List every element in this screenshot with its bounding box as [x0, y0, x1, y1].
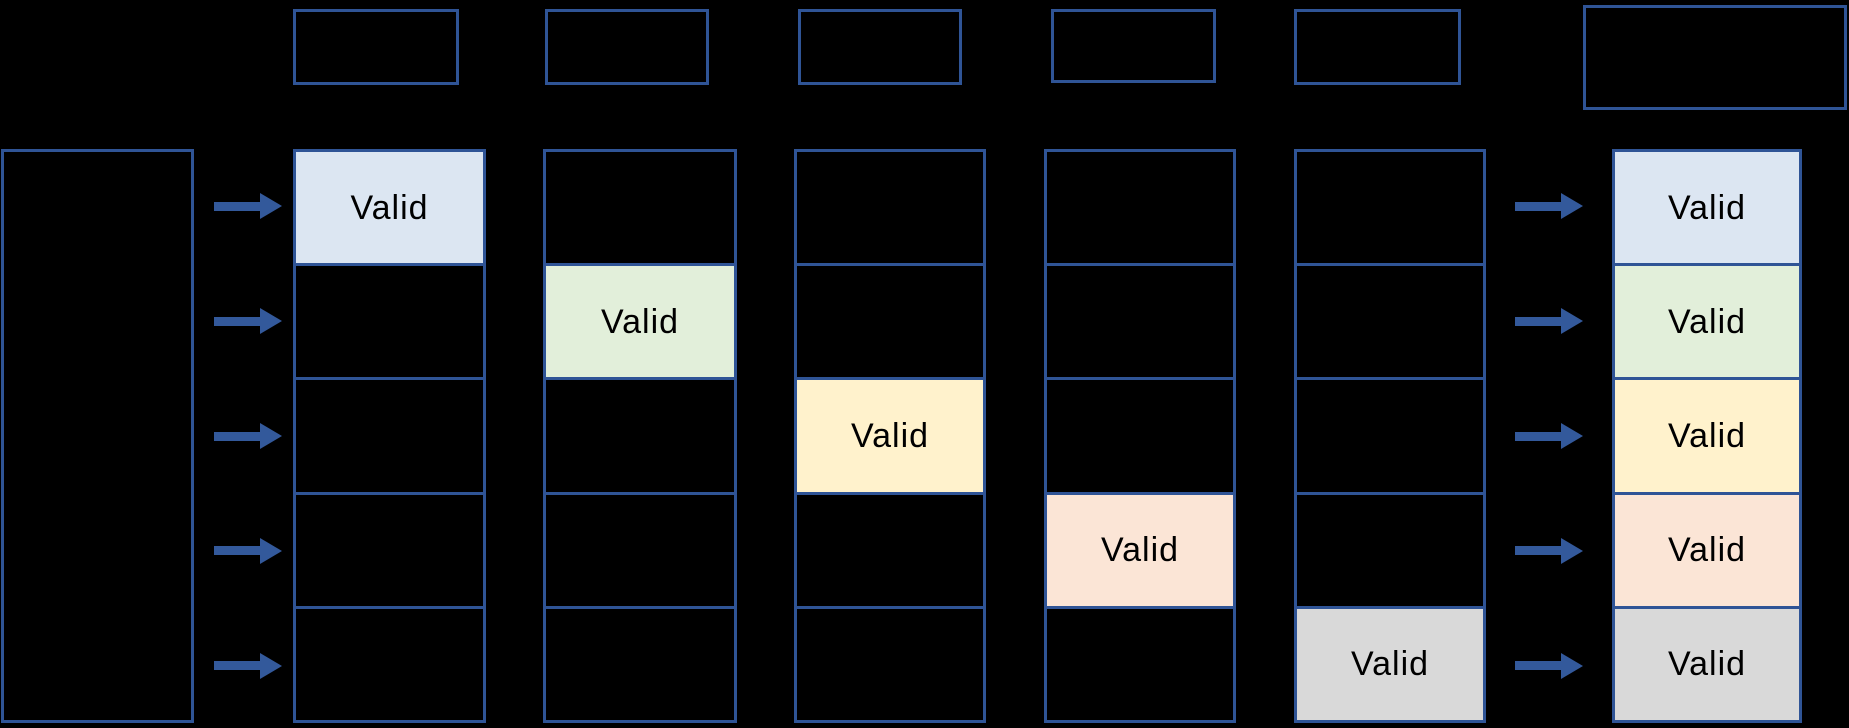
stage-2-row-1-cell [543, 149, 737, 267]
stage-3-row-1-cell [794, 149, 986, 267]
arrow-head [260, 652, 282, 679]
arrow-head [260, 308, 282, 335]
arrow-shaft [214, 661, 260, 671]
stage-5-row-4-cell [1294, 491, 1486, 609]
header-box-4 [1051, 9, 1216, 83]
header-box-6 [1583, 5, 1847, 110]
stage-1-row-2-cell [293, 263, 486, 381]
header-box-5 [1294, 9, 1461, 85]
arrow-head [260, 193, 282, 220]
stage-5-row-5-valid-cell: Valid [1294, 605, 1486, 724]
header-box-3 [798, 9, 962, 85]
stage-2-row-3-cell [543, 377, 737, 495]
stage-3-row-5-cell [794, 605, 986, 724]
valid-label: Valid [850, 417, 930, 455]
arrow-shaft [214, 546, 260, 556]
right-arrow-4-icon [1515, 537, 1583, 564]
stage-5-row-2-cell [1294, 263, 1486, 381]
stage-5-row-1-cell [1294, 149, 1486, 267]
stage-1-row-1-valid-cell: Valid [293, 149, 486, 267]
stage-1-row-3-cell [293, 377, 486, 495]
arrow-shaft [1515, 316, 1561, 326]
stage-column-3: Valid [794, 149, 986, 724]
stage-column-2: Valid [543, 149, 737, 724]
valid-label: Valid [1667, 188, 1747, 227]
right-arrow-2-icon [1515, 308, 1583, 335]
right-arrow-5-icon [1515, 652, 1583, 679]
left-arrow-4-icon [214, 537, 282, 564]
stage-1-row-4-cell [293, 491, 486, 609]
stage-2-row-4-cell [543, 491, 737, 609]
stage-4-row-4-valid-cell: Valid [1044, 491, 1236, 609]
stage-3-row-2-cell [794, 263, 986, 381]
arrow-head [1561, 308, 1583, 335]
valid-label: Valid [1100, 531, 1180, 570]
arrow-head [1561, 537, 1583, 564]
arrow-head [1561, 193, 1583, 220]
arrow-shaft [214, 431, 260, 441]
stage-column-5: Valid [1294, 149, 1486, 724]
stage-4-row-5-cell [1044, 605, 1236, 724]
result-row-4-valid-cell: Valid [1612, 491, 1802, 609]
result-row-2-valid-cell: Valid [1612, 263, 1802, 381]
right-arrow-3-icon [1515, 423, 1583, 449]
stage-3-row-3-valid-cell: Valid [794, 377, 986, 495]
header-box-2 [545, 9, 709, 85]
stage-2-row-5-cell [543, 605, 737, 724]
header-box-1 [293, 9, 459, 85]
source-box [1, 149, 194, 723]
stage-column-1: Valid [293, 149, 486, 724]
arrow-shaft [1515, 431, 1561, 441]
stage-4-row-2-cell [1044, 263, 1236, 381]
left-arrow-1-icon [214, 193, 282, 220]
result-row-3-valid-cell: Valid [1612, 377, 1802, 495]
stage-4-row-3-cell [1044, 377, 1236, 495]
valid-label: Valid [1667, 645, 1747, 684]
stage-5-row-3-cell [1294, 377, 1486, 495]
arrow-shaft [214, 316, 260, 326]
arrow-head [260, 423, 282, 449]
stage-4-row-1-cell [1044, 149, 1236, 267]
left-arrow-3-icon [214, 423, 282, 449]
valid-label: Valid [600, 302, 680, 341]
arrow-shaft [214, 201, 260, 211]
valid-label: Valid [1667, 531, 1747, 570]
arrow-shaft [1515, 661, 1561, 671]
valid-label: Valid [1667, 302, 1747, 341]
arrow-head [1561, 423, 1583, 449]
arrow-head [260, 537, 282, 564]
arrow-shaft [1515, 546, 1561, 556]
left-arrow-5-icon [214, 652, 282, 679]
result-row-5-valid-cell: Valid [1612, 605, 1802, 724]
left-arrow-2-icon [214, 308, 282, 335]
valid-label: Valid [1667, 417, 1747, 455]
stage-1-row-5-cell [293, 605, 486, 724]
valid-label: Valid [350, 188, 429, 227]
stage-column-4: Valid [1044, 149, 1236, 724]
arrow-shaft [1515, 201, 1561, 211]
valid-label: Valid [1350, 645, 1430, 684]
arrow-head [1561, 652, 1583, 679]
stage-3-row-4-cell [794, 491, 986, 609]
result-row-1-valid-cell: Valid [1612, 149, 1802, 267]
right-arrow-1-icon [1515, 193, 1583, 220]
stage-2-row-2-valid-cell: Valid [543, 263, 737, 381]
